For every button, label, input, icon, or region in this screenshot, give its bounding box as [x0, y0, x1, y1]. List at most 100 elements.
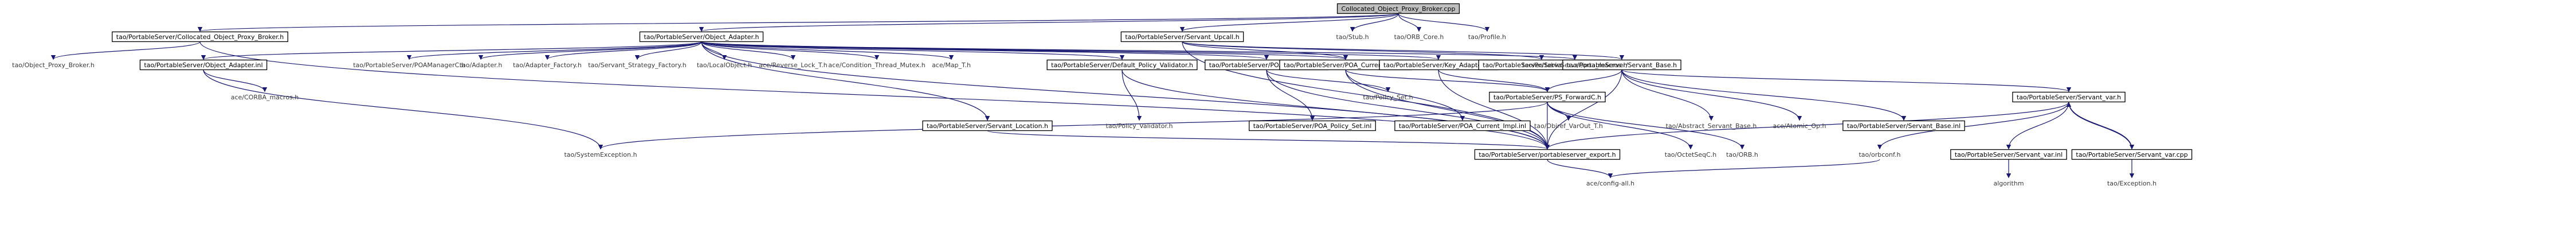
node-label: tao/Servant_Strategy_Factory.h	[588, 61, 687, 69]
node-sv-inl[interactable]: tao/PortableServer/Servant_var.inl	[1950, 149, 2067, 160]
edge-ps-fwd-h-to-objectid-h	[1547, 102, 1571, 121]
node-sb-inl[interactable]: tao/PortableServer/Servant_Base.inl	[1842, 120, 1965, 131]
node-policy-set-h: tao/Policy_Set.h	[1363, 94, 1413, 101]
node-sv-cpp[interactable]: tao/PortableServer/Servant_var.cpp	[2071, 149, 2193, 160]
node-asb-h: tao/Abstract_Servant_Base.h	[1666, 122, 1757, 130]
node-label: tao/Exception.h	[2107, 180, 2157, 187]
node-orb-core-h: tao/ORB_Core.h	[1394, 33, 1444, 41]
edge-ka-h-to-ps-fwd-h	[1438, 69, 1550, 92]
node-adapter-factory-h: tao/Adapter_Factory.h	[513, 61, 582, 69]
node-box	[2012, 91, 2126, 103]
edge-sb-h-to-asb-h	[1621, 69, 1714, 121]
node-label: tao/PortableServer/Servant_var.h	[2017, 94, 2121, 101]
node-label: tao/PortableServer/POA_Policy_Set.inl	[1253, 122, 1372, 130]
node-label: tao/PortableServer/Object_Adapter.inl	[144, 61, 262, 69]
node-pci-h[interactable]: tao/PortableServer/POA_Current_Impl.h	[1279, 59, 1412, 71]
node-map-t-h: ace/Map_T.h	[932, 61, 971, 69]
node-label: algorithm	[1993, 180, 2024, 187]
edge-root-to-oa-h	[699, 13, 1399, 32]
node-label: Collocated_Object_Proxy_Broker.cpp	[1342, 5, 1456, 13]
node-label: tao/Abstract_Servant_Base.h	[1666, 122, 1757, 130]
node-label: tao/Object_Proxy_Broker.h	[12, 61, 95, 69]
edge-pci-h-to-export-h	[1345, 69, 1550, 150]
edge-ps-fwd-h-to-sysexc-h	[598, 102, 1548, 150]
node-sb-h[interactable]: tao/PortableServer/Servant_Base.h	[1562, 59, 1681, 71]
node-label: ace/config-all.h	[1586, 180, 1634, 187]
edge-oa-h-to-reverse-lock-h	[701, 41, 796, 60]
node-label: tao/ORB_Core.h	[1394, 33, 1444, 41]
node-oa-h[interactable]: tao/PortableServer/Object_Adapter.h	[639, 31, 764, 42]
node-label: tao/PortableServer/Default_Policy_Valida…	[1051, 61, 1193, 69]
edge-sb-h-to-atomic-op-h	[1621, 69, 1802, 121]
edge-root-to-stub-h	[1350, 13, 1399, 32]
node-dpv-h[interactable]: tao/PortableServer/Default_Policy_Valida…	[1046, 59, 1198, 71]
edge-pps-h-to-pps-inl	[1266, 69, 1315, 121]
edge-ps-fwd-h-to-octetseq-h	[1547, 102, 1693, 150]
node-label: tao/PortableServer/Servant_Base.inl	[1847, 122, 1961, 130]
node-box	[2071, 149, 2193, 160]
node-label: tao/Adapter_Factory.h	[513, 61, 582, 69]
node-sv-h[interactable]: tao/PortableServer/Servant_var.h	[2012, 91, 2126, 103]
node-copb-h[interactable]: tao/PortableServer/Collocated_Object_Pro…	[112, 31, 288, 42]
node-box	[1842, 120, 1965, 131]
node-box	[1046, 59, 1198, 71]
node-pci-inl[interactable]: tao/PortableServer/POA_Current_Impl.inl	[1394, 120, 1531, 131]
node-orb-h: tao/ORB.h	[1726, 151, 1758, 158]
edge-copb-h-to-opb-h	[50, 41, 201, 60]
node-oa-inl[interactable]: tao/PortableServer/Object_Adapter.inl	[139, 59, 268, 71]
node-label: tao/OctetSeqC.h	[1665, 151, 1716, 158]
node-box	[1474, 149, 1621, 160]
node-label: tao/Stub.h	[1336, 33, 1369, 41]
node-ssf-h: tao/Servant_Strategy_Factory.h	[588, 61, 687, 69]
edge-oa-h-to-map-t-h	[701, 41, 954, 60]
node-ka-h[interactable]: tao/PortableServer/Key_Adapters.h	[1379, 59, 1498, 71]
node-adapter-h: tao/Adapter.h	[460, 61, 503, 69]
edge-oa-h-to-dpv-h	[701, 41, 1124, 60]
node-stub-h: tao/Stub.h	[1336, 33, 1369, 41]
node-label: tao/ORB.h	[1726, 151, 1758, 158]
node-reverse-lock-h: ace/Reverse_Lock_T.h	[759, 61, 827, 69]
edge-oa-inl-to-ace-config-macros-h	[203, 69, 268, 92]
node-box	[1489, 91, 1606, 103]
node-label: tao/Objref_VarOut_T.h	[1534, 122, 1603, 130]
node-label: ace/CORBA_macros.h	[231, 94, 299, 101]
node-label: tao/PortableServer/Key_Adapters.h	[1383, 61, 1493, 69]
edge-sv-h-to-sv-cpp	[2068, 102, 2135, 150]
node-label: tao/PortableServer/Collocated_Object_Pro…	[116, 33, 284, 41]
edge-oa-inl-to-sysexc-h	[203, 69, 603, 150]
node-label: tao/PortableServer/PS_ForwardC.h	[1493, 94, 1601, 101]
node-label: tao/PortableServer/Servant_var.inl	[1955, 151, 2063, 158]
node-label: ace/Map_T.h	[932, 61, 971, 69]
edge-oa-h-to-export-h	[701, 41, 1550, 150]
node-box	[1562, 59, 1681, 71]
node-pps-inl[interactable]: tao/PortableServer/POA_Policy_Set.inl	[1249, 120, 1376, 131]
edge-su-h-to-sb-h	[1182, 41, 1624, 60]
edge-pps-h-to-export-h	[1266, 69, 1550, 150]
node-ps-fwd-h[interactable]: tao/PortableServer/PS_ForwardC.h	[1489, 91, 1606, 103]
node-su-h[interactable]: tao/PortableServer/Servant_Upcall.h	[1120, 31, 1244, 42]
edge-pci-h-to-ps-fwd-h	[1345, 69, 1550, 92]
node-policy-validator-h: tao/Policy_Validator.h	[1106, 122, 1173, 130]
edge-dpv-h-to-policy-validator-h	[1122, 69, 1142, 121]
node-octetseq-h: tao/OctetSeqC.h	[1665, 151, 1716, 158]
node-localobject-h: tao/LocalObject.h	[697, 61, 752, 69]
node-root[interactable]: Collocated_Object_Proxy_Broker.cpp	[1336, 3, 1460, 14]
node-profile-h: tao/Profile.h	[1468, 33, 1506, 41]
edge-oa-h-to-adapter-h	[478, 41, 702, 60]
node-sl-h[interactable]: tao/PortableServer/Servant_Location.h	[922, 120, 1053, 131]
node-label: tao/Adapter.h	[460, 61, 503, 69]
node-label: tao/PortableServer/POA_Current_Impl.inl	[1399, 122, 1526, 130]
node-label: tao/PortableServer/POA_Current_Impl.h	[1284, 61, 1407, 69]
node-box	[139, 59, 268, 71]
node-label: tao/Policy_Set.h	[1363, 94, 1413, 101]
node-export-h[interactable]: tao/PortableServer/portableserver_export…	[1474, 149, 1621, 160]
edge-root-to-copb-h	[198, 13, 1399, 32]
node-label: tao/Policy_Validator.h	[1106, 122, 1173, 130]
node-label: tao/Profile.h	[1468, 33, 1506, 41]
node-opb-h: tao/Object_Proxy_Broker.h	[12, 61, 95, 69]
edge-oa-h-to-ka-h	[701, 41, 1441, 60]
edge-su-h-to-pci-h	[1182, 41, 1348, 60]
node-orbconf-h: tao/orbconf.h	[1859, 151, 1900, 158]
node-label: tao/PortableServer/Object_Adapter.h	[644, 33, 759, 41]
